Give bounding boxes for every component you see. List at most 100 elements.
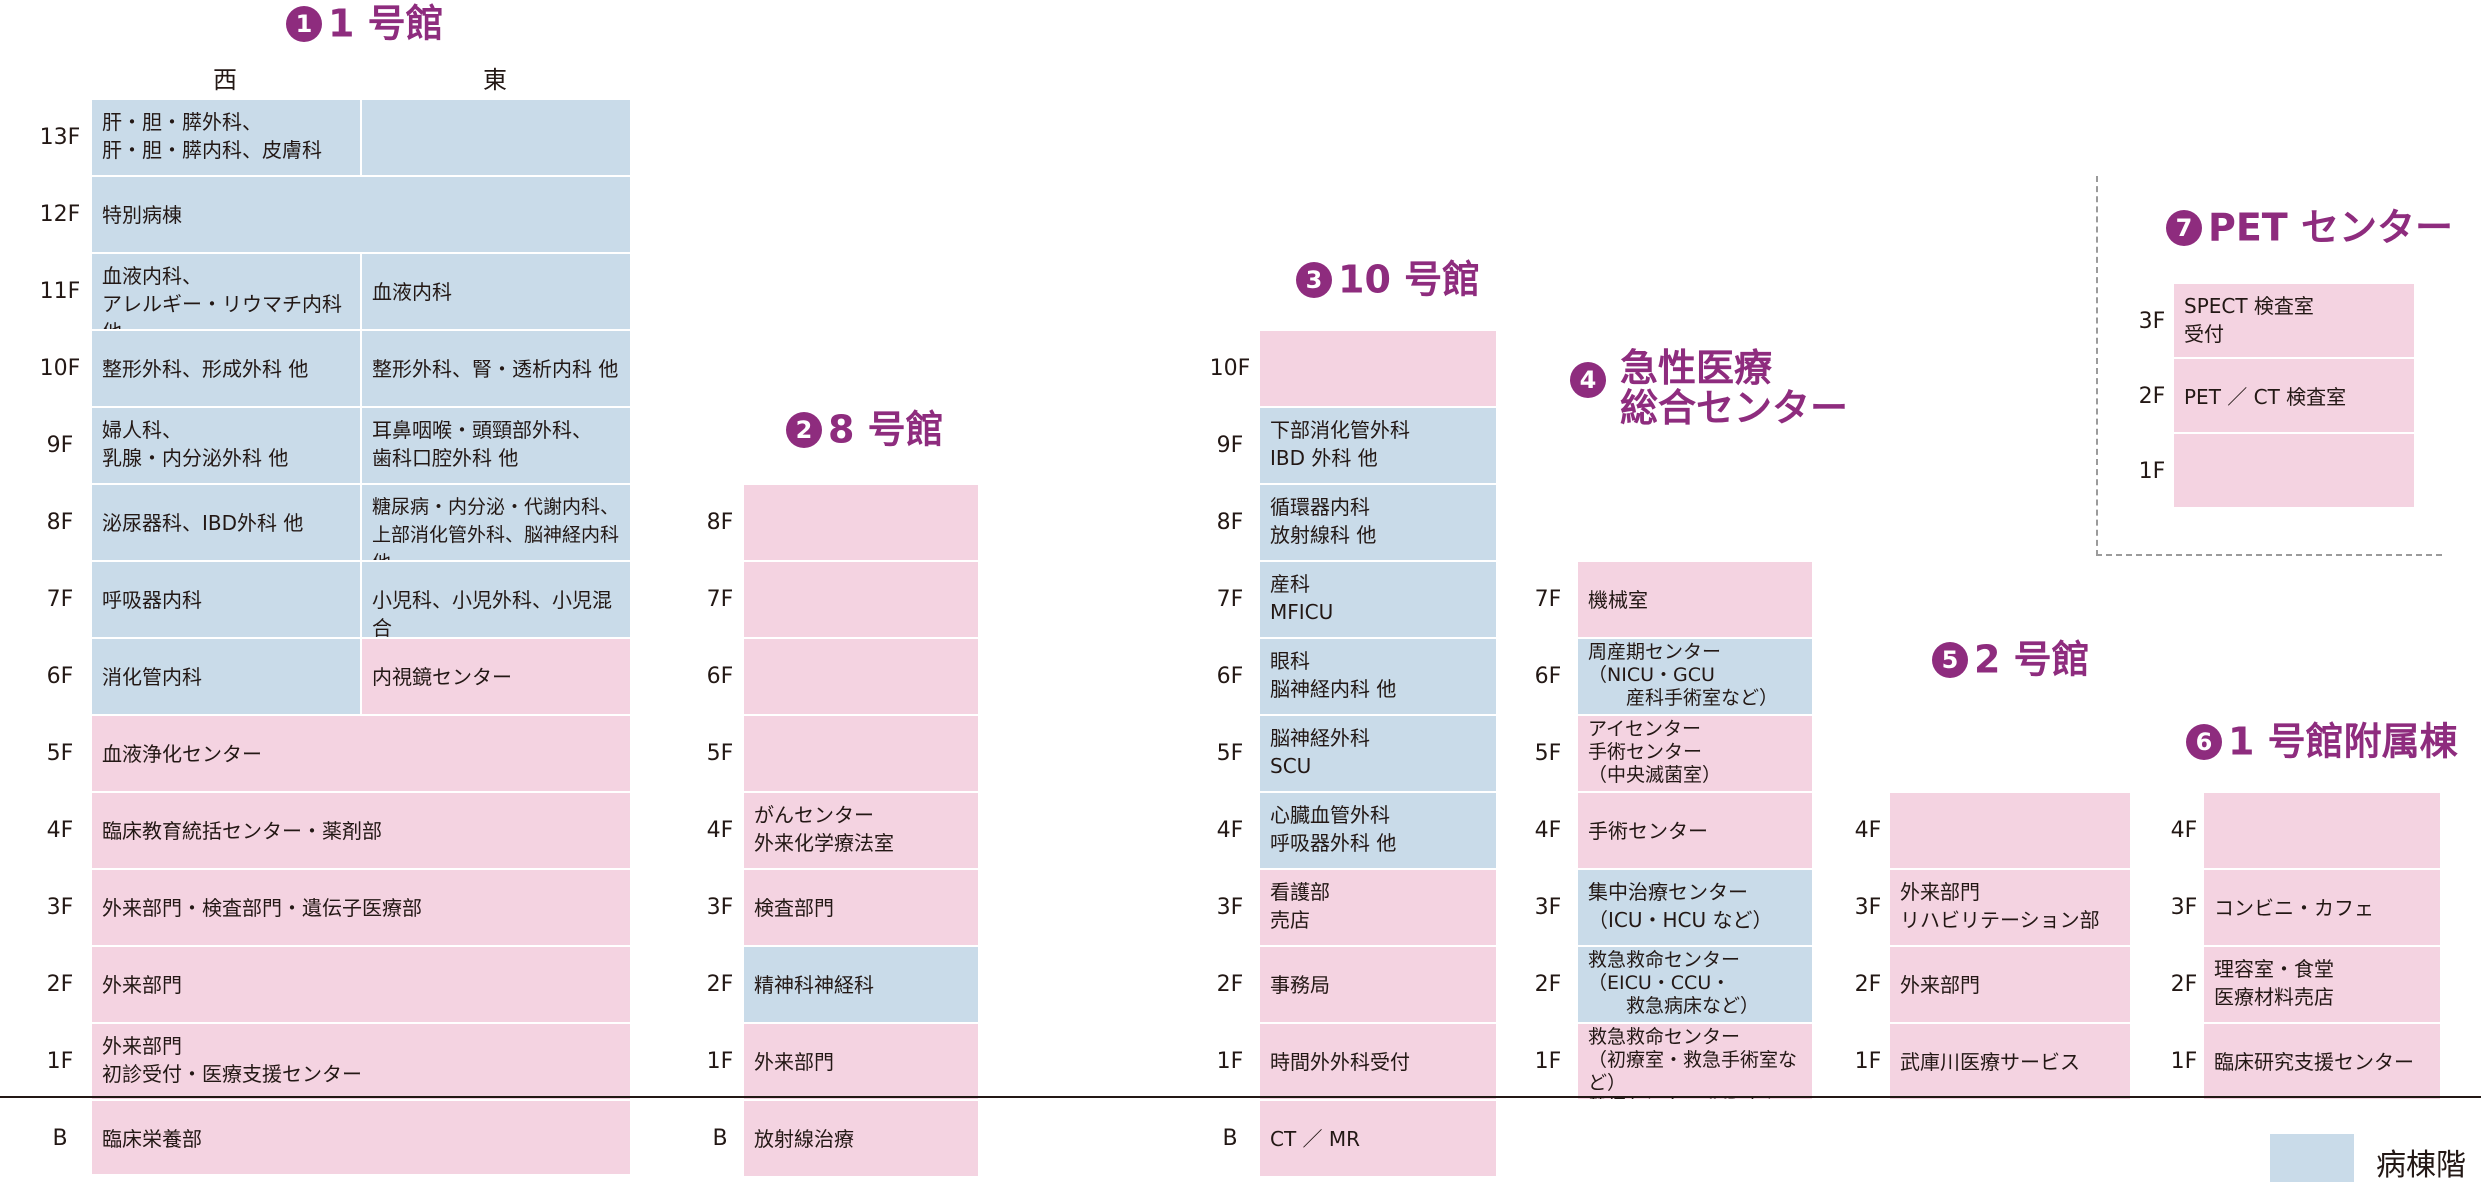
b7-floor-label: 1F <box>2138 459 2166 484</box>
b7-floor-label: 2F <box>2138 384 2166 409</box>
b2-floor-label: 2F <box>706 972 734 997</box>
b1-3f: 外来部門・検査部門・遺伝子医療部 <box>92 870 630 945</box>
b3-floor-label: 10F <box>1209 356 1251 381</box>
b3-cell-8f: 循環器内科 放射線科 他 <box>1260 485 1496 560</box>
b5-cell-3f: 外来部門 リハビリテーション部 <box>1890 870 2130 945</box>
b4-cell-3f: 集中治療センター （ICU・HCU など） <box>1578 870 1812 945</box>
building-5-number-badge: 5 <box>1932 641 1968 678</box>
b7-cell-3f: SPECT 検査室 受付 <box>2174 284 2414 357</box>
b1-floor-label: 11F <box>39 279 81 304</box>
b2-cell-1f: 外来部門 <box>744 1024 978 1099</box>
b4-floor-label: 6F <box>1534 664 1562 689</box>
b3-cell-3f: 看護部 売店 <box>1260 870 1496 945</box>
b2-cell-8f <box>744 485 978 560</box>
b1-7f-east: 小児科、小児外科、小児混合 <box>362 562 630 637</box>
b1-10f-west: 整形外科、形成外科 他 <box>92 331 360 406</box>
b1-floor-label: 8F <box>46 510 74 535</box>
b2-floor-label: 1F <box>706 1049 734 1074</box>
b3-cell-9f: 下部消化管外科 IBD 外科 他 <box>1260 408 1496 483</box>
b1-4f: 臨床教育統括センター・薬剤部 <box>92 793 630 868</box>
b1-floor-label: 9F <box>46 433 74 458</box>
b3-floor-label: 5F <box>1216 741 1244 766</box>
b4-cell-6f: 周産期センター （NICU・GCU 産科手術室など） <box>1578 639 1812 714</box>
b7-cell-1f <box>2174 434 2414 507</box>
b3-floor-label: 9F <box>1216 433 1244 458</box>
b6-cell-2f: 理容室・食堂 医療材料売店 <box>2204 947 2440 1022</box>
b6-floor-label: 4F <box>2170 818 2198 843</box>
building-2-name: 8 号館 <box>828 407 944 452</box>
b6-cell-3f: コンビニ・カフェ <box>2204 870 2440 945</box>
building-6-name: 1 号館附属棟 <box>2228 719 2458 764</box>
b1-13f-west: 肝・胆・膵外科、 肝・胆・膵内科、皮膚科 <box>92 100 360 175</box>
b1-6f-west: 消化管内科 <box>92 639 360 714</box>
b3-floor-label: 2F <box>1216 972 1244 997</box>
b5-floor-label: 2F <box>1854 972 1882 997</box>
b2-cell-2f: 精神科神経科 <box>744 947 978 1022</box>
b4-cell-5f: アイセンター 手術センター （中央滅菌室） <box>1578 716 1812 791</box>
b1-1f: 外来部門 初診受付・医療支援センター <box>92 1024 630 1099</box>
b1-11f-west: 血液内科、 アレルギー・リウマチ内科 他 <box>92 254 360 329</box>
b2-floor-label: B <box>712 1126 728 1151</box>
b2-cell-6f <box>744 639 978 714</box>
b4-floor-label: 3F <box>1534 895 1562 920</box>
b1-9f-east: 耳鼻咽喉・頭頸部外科、 歯科口腔外科 他 <box>362 408 630 483</box>
b3-floor-label: 8F <box>1216 510 1244 535</box>
legend-ward-swatch <box>2270 1134 2354 1182</box>
b1-13f-east <box>362 100 630 175</box>
b7-cell-2f: PET ／ CT 検査室 <box>2174 359 2414 432</box>
b2-cell-4f: がんセンター 外来化学療法室 <box>744 793 978 868</box>
b2-floor-label: 8F <box>706 510 734 535</box>
b6-floor-label: 2F <box>2170 972 2198 997</box>
b3-cell-2f: 事務局 <box>1260 947 1496 1022</box>
building-3-name: 10 号館 <box>1338 257 1481 302</box>
building-7-name: PET センター <box>2208 205 2453 250</box>
building-4-name-line1: 急性医療 <box>1620 346 1773 390</box>
b4-floor-label: 2F <box>1534 972 1562 997</box>
b1-floor-label: B <box>52 1126 68 1151</box>
b3-floor-label: 4F <box>1216 818 1244 843</box>
legend-ward-label: 病棟階 <box>2376 1148 2466 1183</box>
building-1-number-badge: 1 <box>286 5 322 42</box>
building-6-number-badge: 6 <box>2186 723 2222 760</box>
b5-cell-1f: 武庫川医療サービス <box>1890 1024 2130 1099</box>
b1-6f-east: 内視鏡センター <box>362 639 630 714</box>
b7-floor-label: 3F <box>2138 309 2166 334</box>
b3-floor-label: 7F <box>1216 587 1244 612</box>
b2-cell-5f <box>744 716 978 791</box>
building-5-name: 2 号館 <box>1974 637 2090 682</box>
b2-floor-label: 4F <box>706 818 734 843</box>
column-header-east: 東 <box>483 66 507 94</box>
b4-floor-label: 1F <box>1534 1049 1562 1074</box>
b1-12f: 特別病棟 <box>92 177 630 252</box>
b3-cell-6f: 眼科 脳神経内科 他 <box>1260 639 1496 714</box>
b5-cell-2f: 外来部門 <box>1890 947 2130 1022</box>
b3-floor-label: 1F <box>1216 1049 1244 1074</box>
b6-floor-label: 3F <box>2170 895 2198 920</box>
b1-floor-label: 6F <box>46 664 74 689</box>
b2-floor-label: 6F <box>706 664 734 689</box>
b1-9f-west: 婦人科、 乳腺・内分泌外科 他 <box>92 408 360 483</box>
b2-cell-3f: 検査部門 <box>744 870 978 945</box>
b4-cell-7f: 機械室 <box>1578 562 1812 637</box>
b1-7f-west: 呼吸器内科 <box>92 562 360 637</box>
b5-cell-4f <box>1890 793 2130 868</box>
b1-11f-east: 血液内科 <box>362 254 630 329</box>
building-7-number-badge: 7 <box>2166 209 2202 246</box>
b1-10f-east: 整形外科、腎・透析内科 他 <box>362 331 630 406</box>
pet-center-dashed-border <box>2096 176 2442 556</box>
b1-floor-label: 12F <box>39 202 81 227</box>
b1-8f-east: 糖尿病・内分泌・代謝内科、 上部消化管外科、脳神経内科 他 <box>362 485 630 560</box>
b2-floor-label: 5F <box>706 741 734 766</box>
b3-floor-label: 3F <box>1216 895 1244 920</box>
b4-floor-label: 4F <box>1534 818 1562 843</box>
b1-floor-label: 5F <box>46 741 74 766</box>
b1-floor-label: 2F <box>46 972 74 997</box>
b4-cell-4f: 手術センター <box>1578 793 1812 868</box>
building-4-name-line2: 総合センター <box>1620 386 1849 430</box>
b1-floor-label: 1F <box>46 1049 74 1074</box>
